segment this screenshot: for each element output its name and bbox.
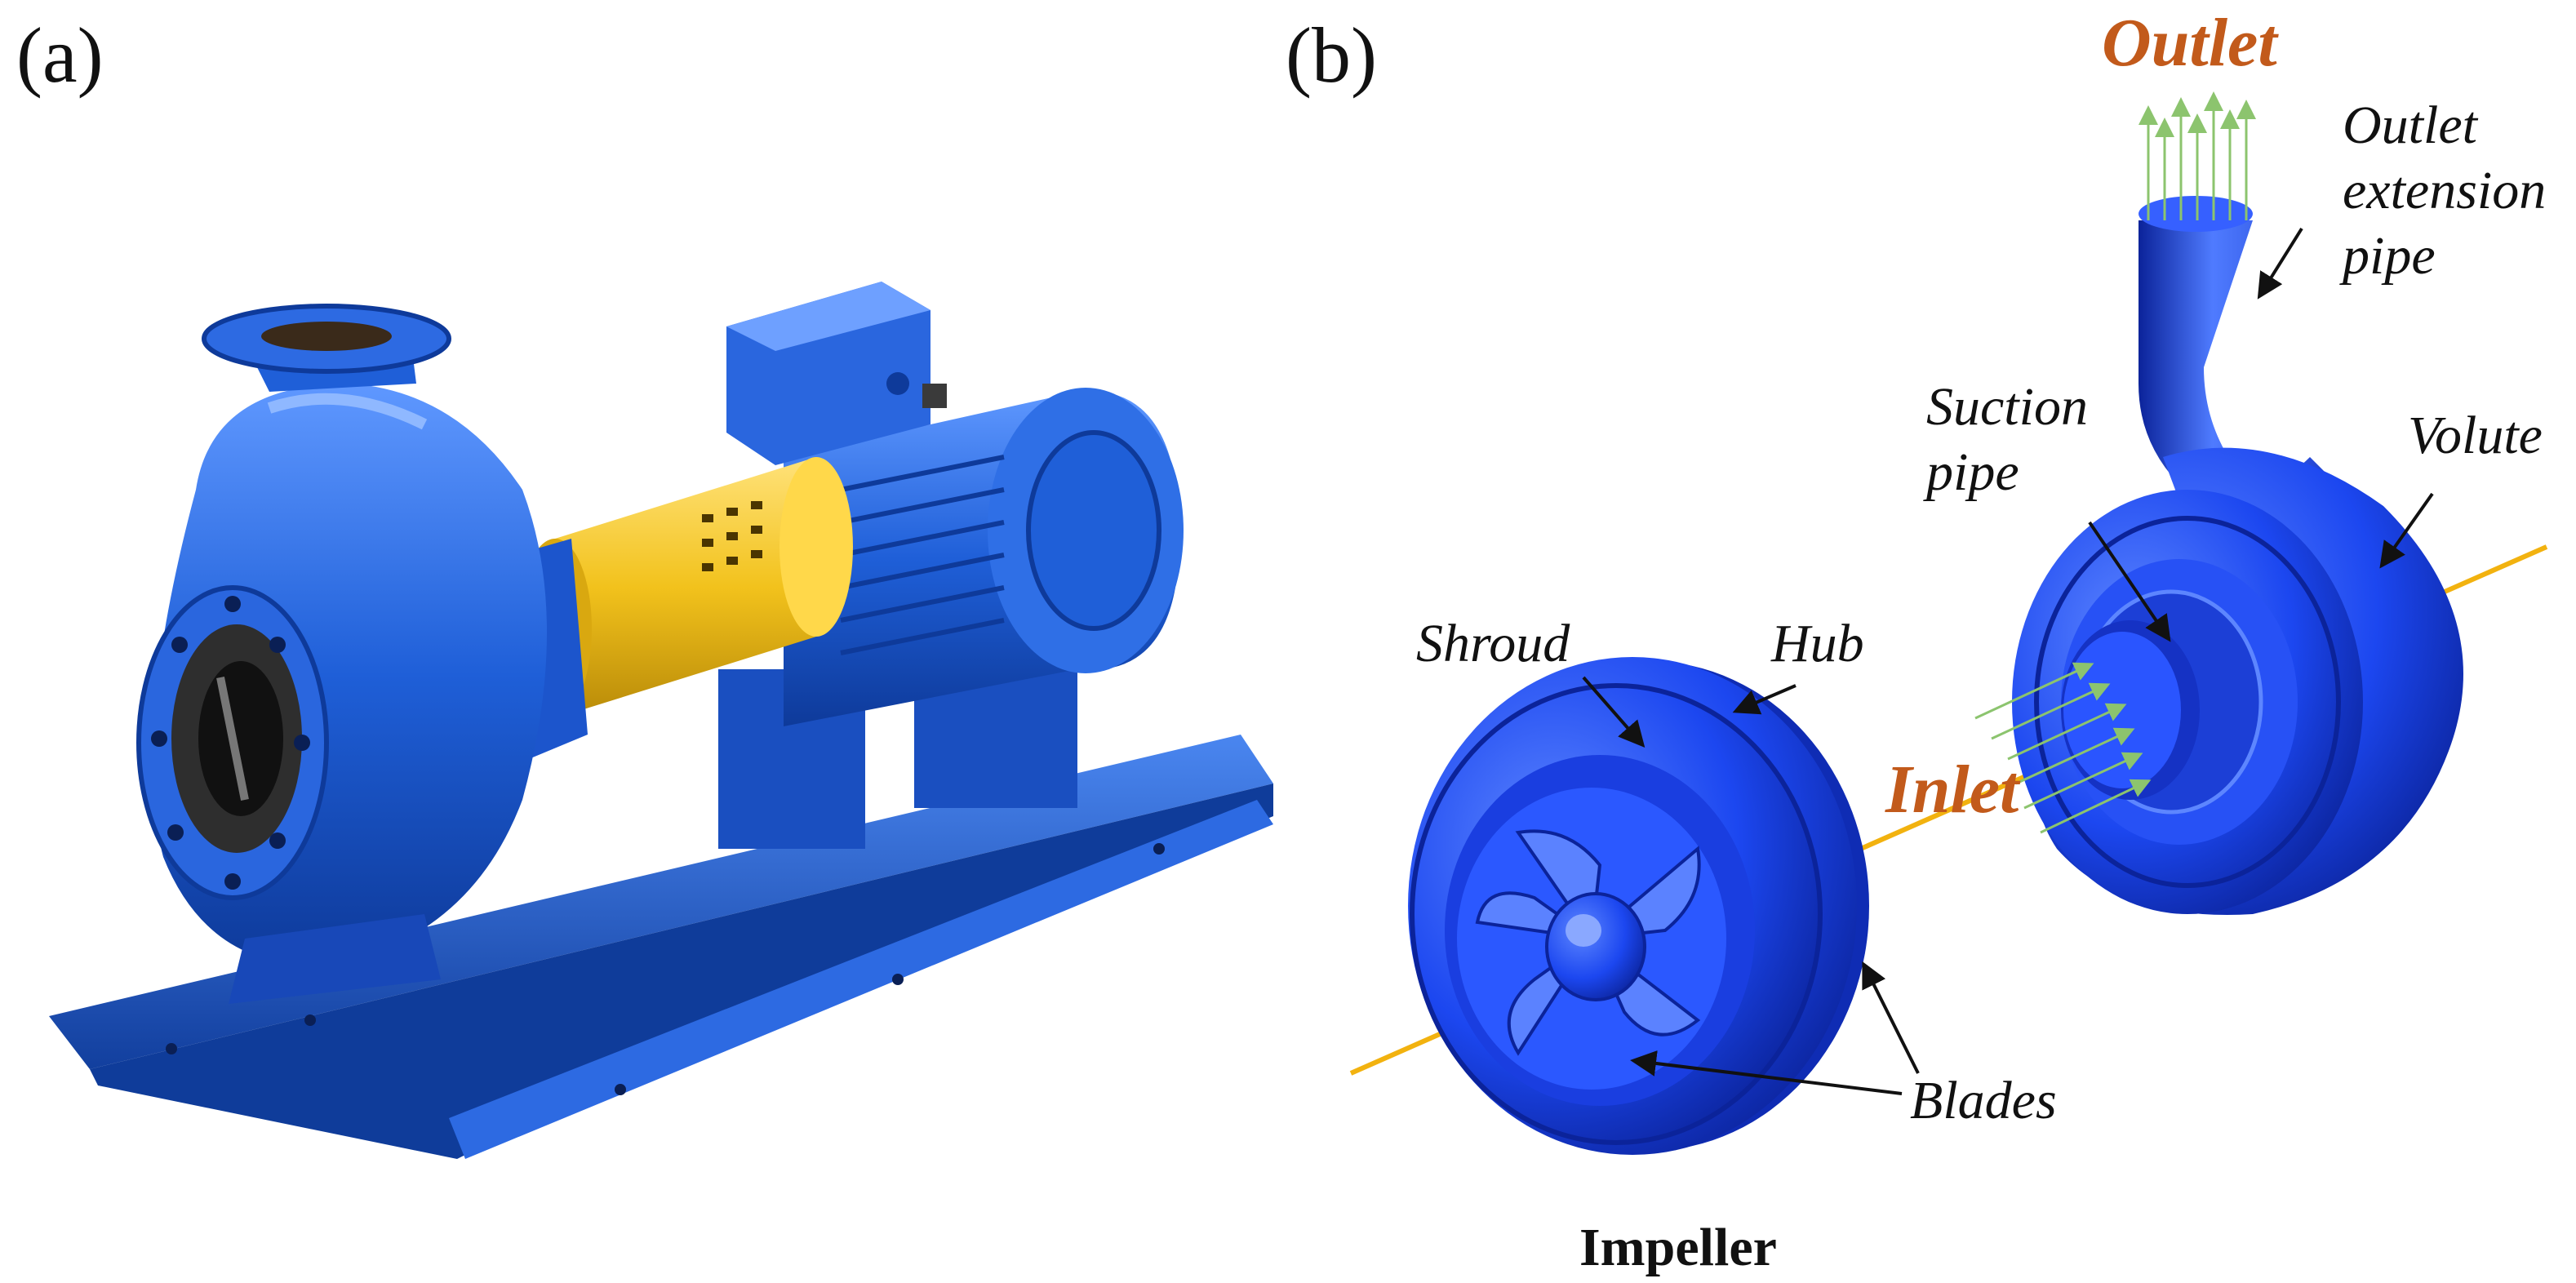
- label-outlet: Outlet: [2102, 5, 2279, 81]
- leader-volute: [2379, 492, 2434, 569]
- label-volute: Volute: [2408, 406, 2543, 465]
- label-blades: Blades: [1910, 1071, 2057, 1130]
- volute: [2035, 447, 2463, 915]
- label-inlet: Inlet: [1885, 752, 2021, 828]
- leader-suction-pipe: [2088, 521, 2171, 642]
- hub: [1545, 892, 1646, 1001]
- panel-a-label: (a): [16, 11, 104, 99]
- base-rail: [449, 800, 1273, 1159]
- inlet-flow-arrows: [1974, 662, 2152, 834]
- cooling-fins: [840, 455, 1005, 655]
- label-hub: Hub: [1770, 614, 1864, 673]
- leader-blades-b: [1862, 961, 1920, 1074]
- leader-outlet-extension-pipe: [2257, 227, 2303, 300]
- flange-bolts: [151, 596, 310, 890]
- label-suction-pipe: Suction pipe: [1923, 377, 2101, 502]
- label-outlet-extension-pipe: Outlet extension pipe: [2339, 95, 2560, 286]
- pump-casing: [136, 304, 547, 1004]
- outlet-flow-arrows: [2139, 91, 2256, 220]
- leader-shroud: [1582, 676, 1646, 748]
- leader-hub: [1732, 684, 1797, 715]
- leader-arrows: [1582, 227, 2434, 1095]
- base-plate-front: [90, 784, 1273, 1159]
- panel-a: (a): [16, 11, 1273, 1159]
- guard-vent-holes: [702, 501, 762, 571]
- base-bolt-holes: [166, 843, 1165, 1095]
- electric-motor: [726, 282, 1184, 726]
- panel-b-label: (b): [1286, 11, 1377, 99]
- label-shroud: Shroud: [1416, 614, 1570, 673]
- label-impeller: Impeller: [1579, 1218, 1777, 1277]
- panel-b: (b): [1286, 5, 2560, 1277]
- impeller: [1408, 657, 1869, 1155]
- volute-assembly: [2012, 196, 2463, 915]
- pump-photo-illustration: [49, 282, 1273, 1159]
- leader-blades-a: [1630, 1050, 1903, 1095]
